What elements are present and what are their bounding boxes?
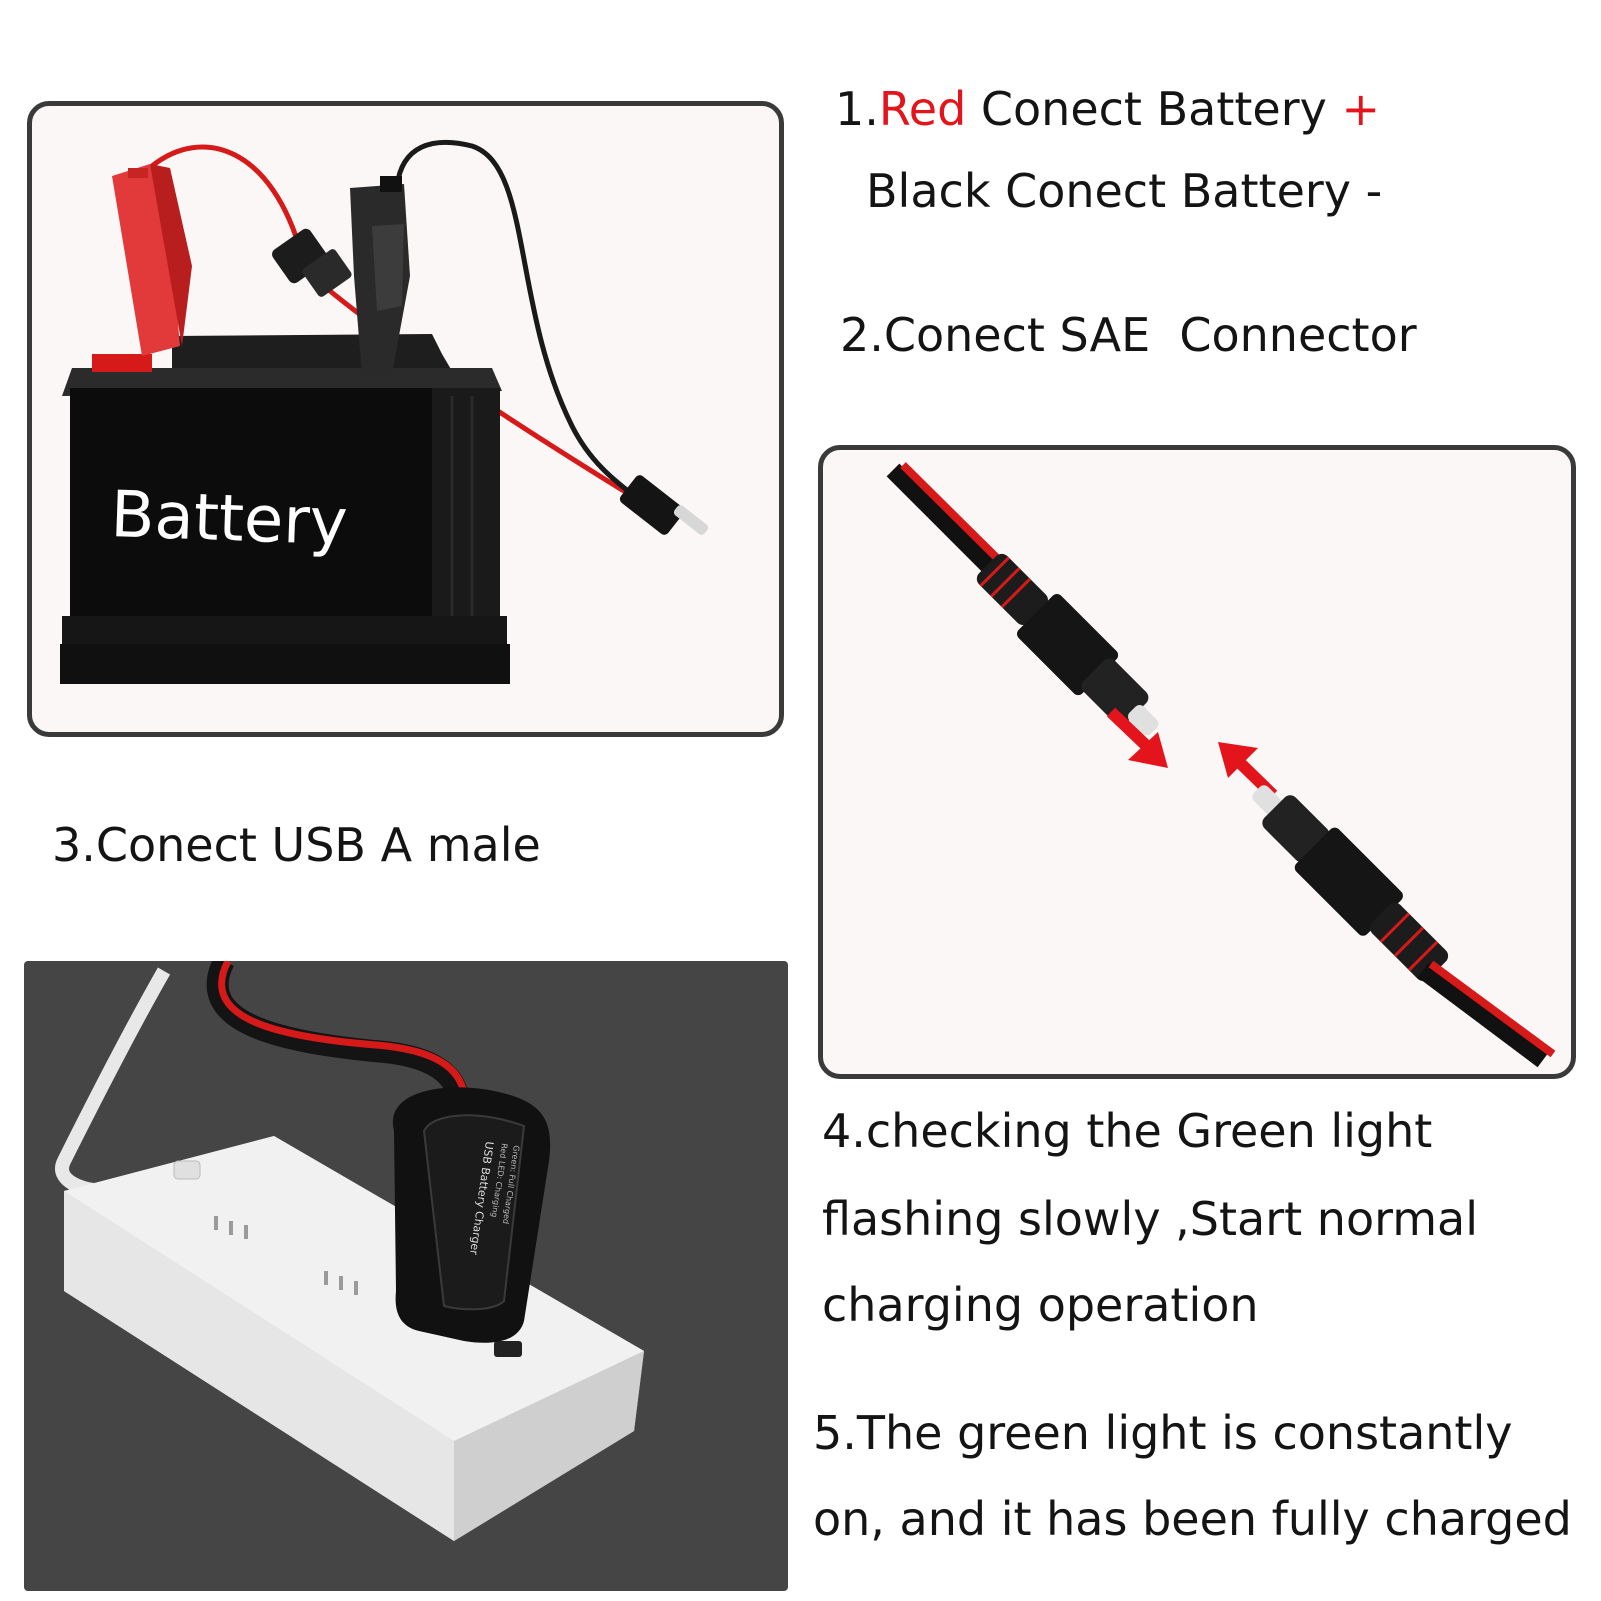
arrow-right-down-icon — [1106, 707, 1168, 768]
fuse-holder-icon — [272, 228, 352, 297]
step-1-red-word: Red — [878, 82, 967, 136]
step-2-text: 2.Conect SAE Connector — [840, 308, 1417, 362]
sae-plug-left-icon — [886, 462, 1159, 736]
black-alligator-clip-icon — [350, 176, 410, 376]
power-strip — [64, 1136, 644, 1541]
sae-connector-panel — [818, 445, 1576, 1079]
usb-port-icon — [494, 1341, 522, 1357]
step-3-text: 3.Conect USB A male — [52, 818, 541, 872]
step-5-line-1: 5.The green light is constantly — [813, 1406, 1513, 1460]
sae-connection-illustration — [886, 462, 1556, 1068]
step-1-number: 1. — [835, 82, 879, 136]
battery-label: Battery — [109, 478, 348, 560]
red-alligator-clip-icon — [112, 164, 192, 356]
battery-illustration: Battery — [60, 139, 709, 684]
usb-charger-panel: USB Battery Charger Red LED: Charging Gr… — [24, 961, 788, 1591]
step-1-plus: + — [1341, 82, 1381, 136]
step-5-line-2: on, and it has been fully charged — [813, 1492, 1572, 1546]
sae-plug-right-icon — [1252, 785, 1556, 1068]
battery-panel: Battery — [27, 101, 784, 737]
step-1-text: Conect Battery — [966, 82, 1342, 136]
step-1-line-1: 1.Red Conect Battery + — [835, 86, 1380, 132]
battery-body — [60, 334, 510, 684]
power-strip-illustration: USB Battery Charger Red LED: Charging Gr… — [55, 961, 644, 1541]
step-1-line-2: Black Conect Battery - — [866, 164, 1383, 218]
step-4-line-1: 4.checking the Green light — [822, 1104, 1433, 1158]
sae-connector-icon — [619, 475, 709, 535]
usb-charger-device: USB Battery Charger Red LED: Charging Gr… — [392, 1087, 551, 1343]
step-4-line-3: charging operation — [822, 1278, 1259, 1332]
step-4-line-2: flashing slowly ,Start normal — [822, 1192, 1478, 1246]
